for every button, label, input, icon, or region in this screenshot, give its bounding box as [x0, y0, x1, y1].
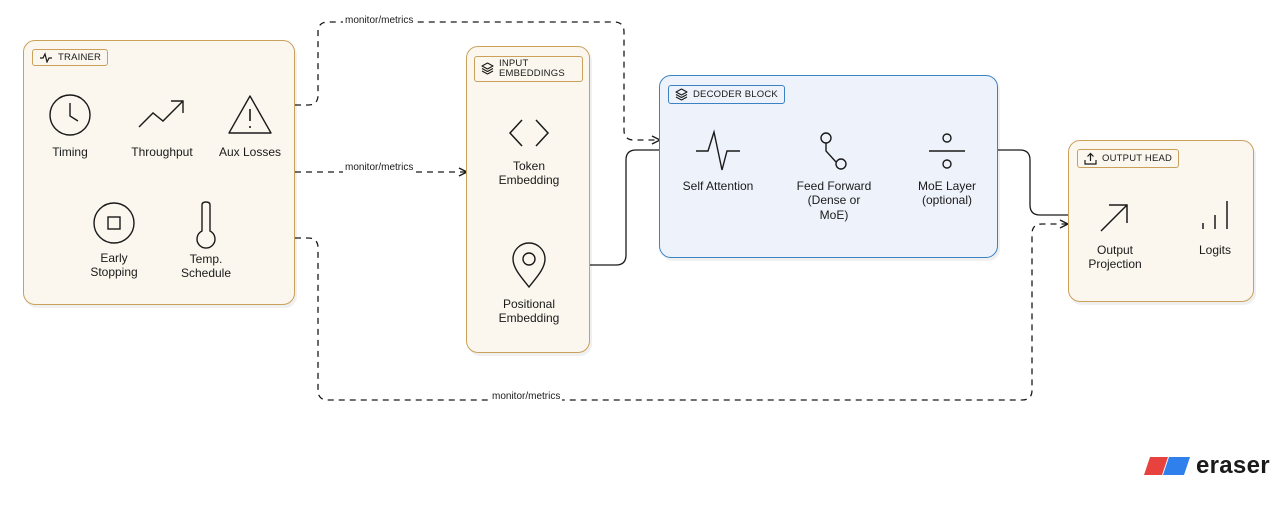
node-label-moe-layer: MoE Layer (optional) — [917, 179, 977, 208]
edge-positional-to-attention — [552, 150, 692, 266]
node-label-temp-schedule: Temp. Schedule — [180, 252, 232, 281]
node-throughput[interactable]: Throughput — [118, 93, 206, 159]
eraser-logo-mark — [1144, 457, 1190, 475]
input-embeddings-group[interactable]: INPUT EMBEDDINGS Token Embedding Positio… — [466, 46, 590, 353]
node-early-stopping[interactable]: Early Stopping — [79, 201, 149, 280]
trainer-tag: TRAINER — [32, 49, 109, 66]
node-label-feed-forward: Feed Forward (Dense or MoE) — [796, 179, 872, 222]
stop-icon — [93, 202, 135, 244]
activity-icon — [40, 52, 52, 63]
arrow-up-right-icon — [1100, 204, 1128, 232]
trainer-group[interactable]: TRAINER Timing Throughput Aux Losses Ear… — [23, 40, 295, 305]
node-self-attention[interactable]: Self Attention — [673, 128, 763, 193]
edge-label-monitor-middle: monitor/metrics — [343, 162, 416, 173]
edge-trainer-to-decoder — [295, 21, 660, 140]
signal-bars-icon — [1202, 201, 1228, 229]
warning-icon — [228, 95, 272, 134]
node-label-timing: Timing — [52, 145, 88, 159]
node-feed-forward[interactable]: Feed Forward (Dense or MoE) — [782, 128, 886, 222]
edge-label-monitor-top: monitor/metrics — [343, 15, 416, 26]
decoder-block-tag: DECODER BLOCK — [668, 85, 785, 104]
input-embeddings-tag: INPUT EMBEDDINGS — [474, 56, 583, 82]
edge-label-monitor-bottom: monitor/metrics — [490, 391, 563, 402]
node-label-aux-losses: Aux Losses — [218, 145, 282, 159]
thermometer-icon — [196, 201, 216, 249]
trending-up-icon — [138, 100, 184, 128]
activity-icon — [696, 129, 740, 171]
output-head-group[interactable]: OUTPUT HEAD Output Projection Logits — [1068, 140, 1254, 302]
node-label-throughput: Throughput — [131, 145, 193, 159]
clock-icon — [49, 94, 91, 136]
divide-icon — [929, 133, 965, 169]
node-temp-schedule[interactable]: Temp. Schedule — [169, 201, 243, 281]
node-label-early-stopping: Early Stopping — [90, 251, 138, 280]
upload-icon — [1084, 152, 1097, 165]
node-label-positional-embedding: Positional Embedding — [498, 297, 560, 326]
node-aux-losses[interactable]: Aux Losses — [210, 93, 290, 159]
map-pin-icon — [512, 242, 546, 289]
output-head-tag: OUTPUT HEAD — [1077, 149, 1180, 168]
layers-icon — [481, 62, 494, 76]
edge-moe-to-output — [970, 149, 1090, 215]
eraser-logo-text: eraser — [1196, 452, 1270, 479]
node-logits[interactable]: Logits — [1185, 197, 1245, 257]
node-label-token-embedding: Token Embedding — [498, 159, 560, 188]
output-head-label: OUTPUT HEAD — [1102, 152, 1173, 164]
node-label-output-projection: Output Projection — [1088, 243, 1142, 272]
edge-trainer-to-output — [295, 224, 1068, 401]
node-token-embedding[interactable]: Token Embedding — [484, 115, 574, 188]
input-embeddings-label: INPUT EMBEDDINGS — [499, 58, 565, 79]
node-positional-embedding[interactable]: Positional Embedding — [479, 239, 579, 326]
decoder-block-group[interactable]: DECODER BLOCK Self Attention Feed Forwar… — [659, 75, 998, 258]
eraser-logo: eraser — [1144, 452, 1270, 480]
node-timing[interactable]: Timing — [36, 93, 104, 159]
node-label-self-attention: Self Attention — [682, 179, 754, 193]
layers-icon — [675, 88, 688, 101]
switch-icon — [820, 132, 847, 170]
trainer-label: TRAINER — [58, 51, 102, 63]
decoder-block-label: DECODER BLOCK — [693, 88, 778, 100]
node-label-logits: Logits — [1198, 243, 1232, 257]
node-output-projection[interactable]: Output Projection — [1074, 197, 1156, 272]
node-moe-layer[interactable]: MoE Layer (optional) — [902, 128, 992, 208]
code-icon — [508, 119, 550, 147]
